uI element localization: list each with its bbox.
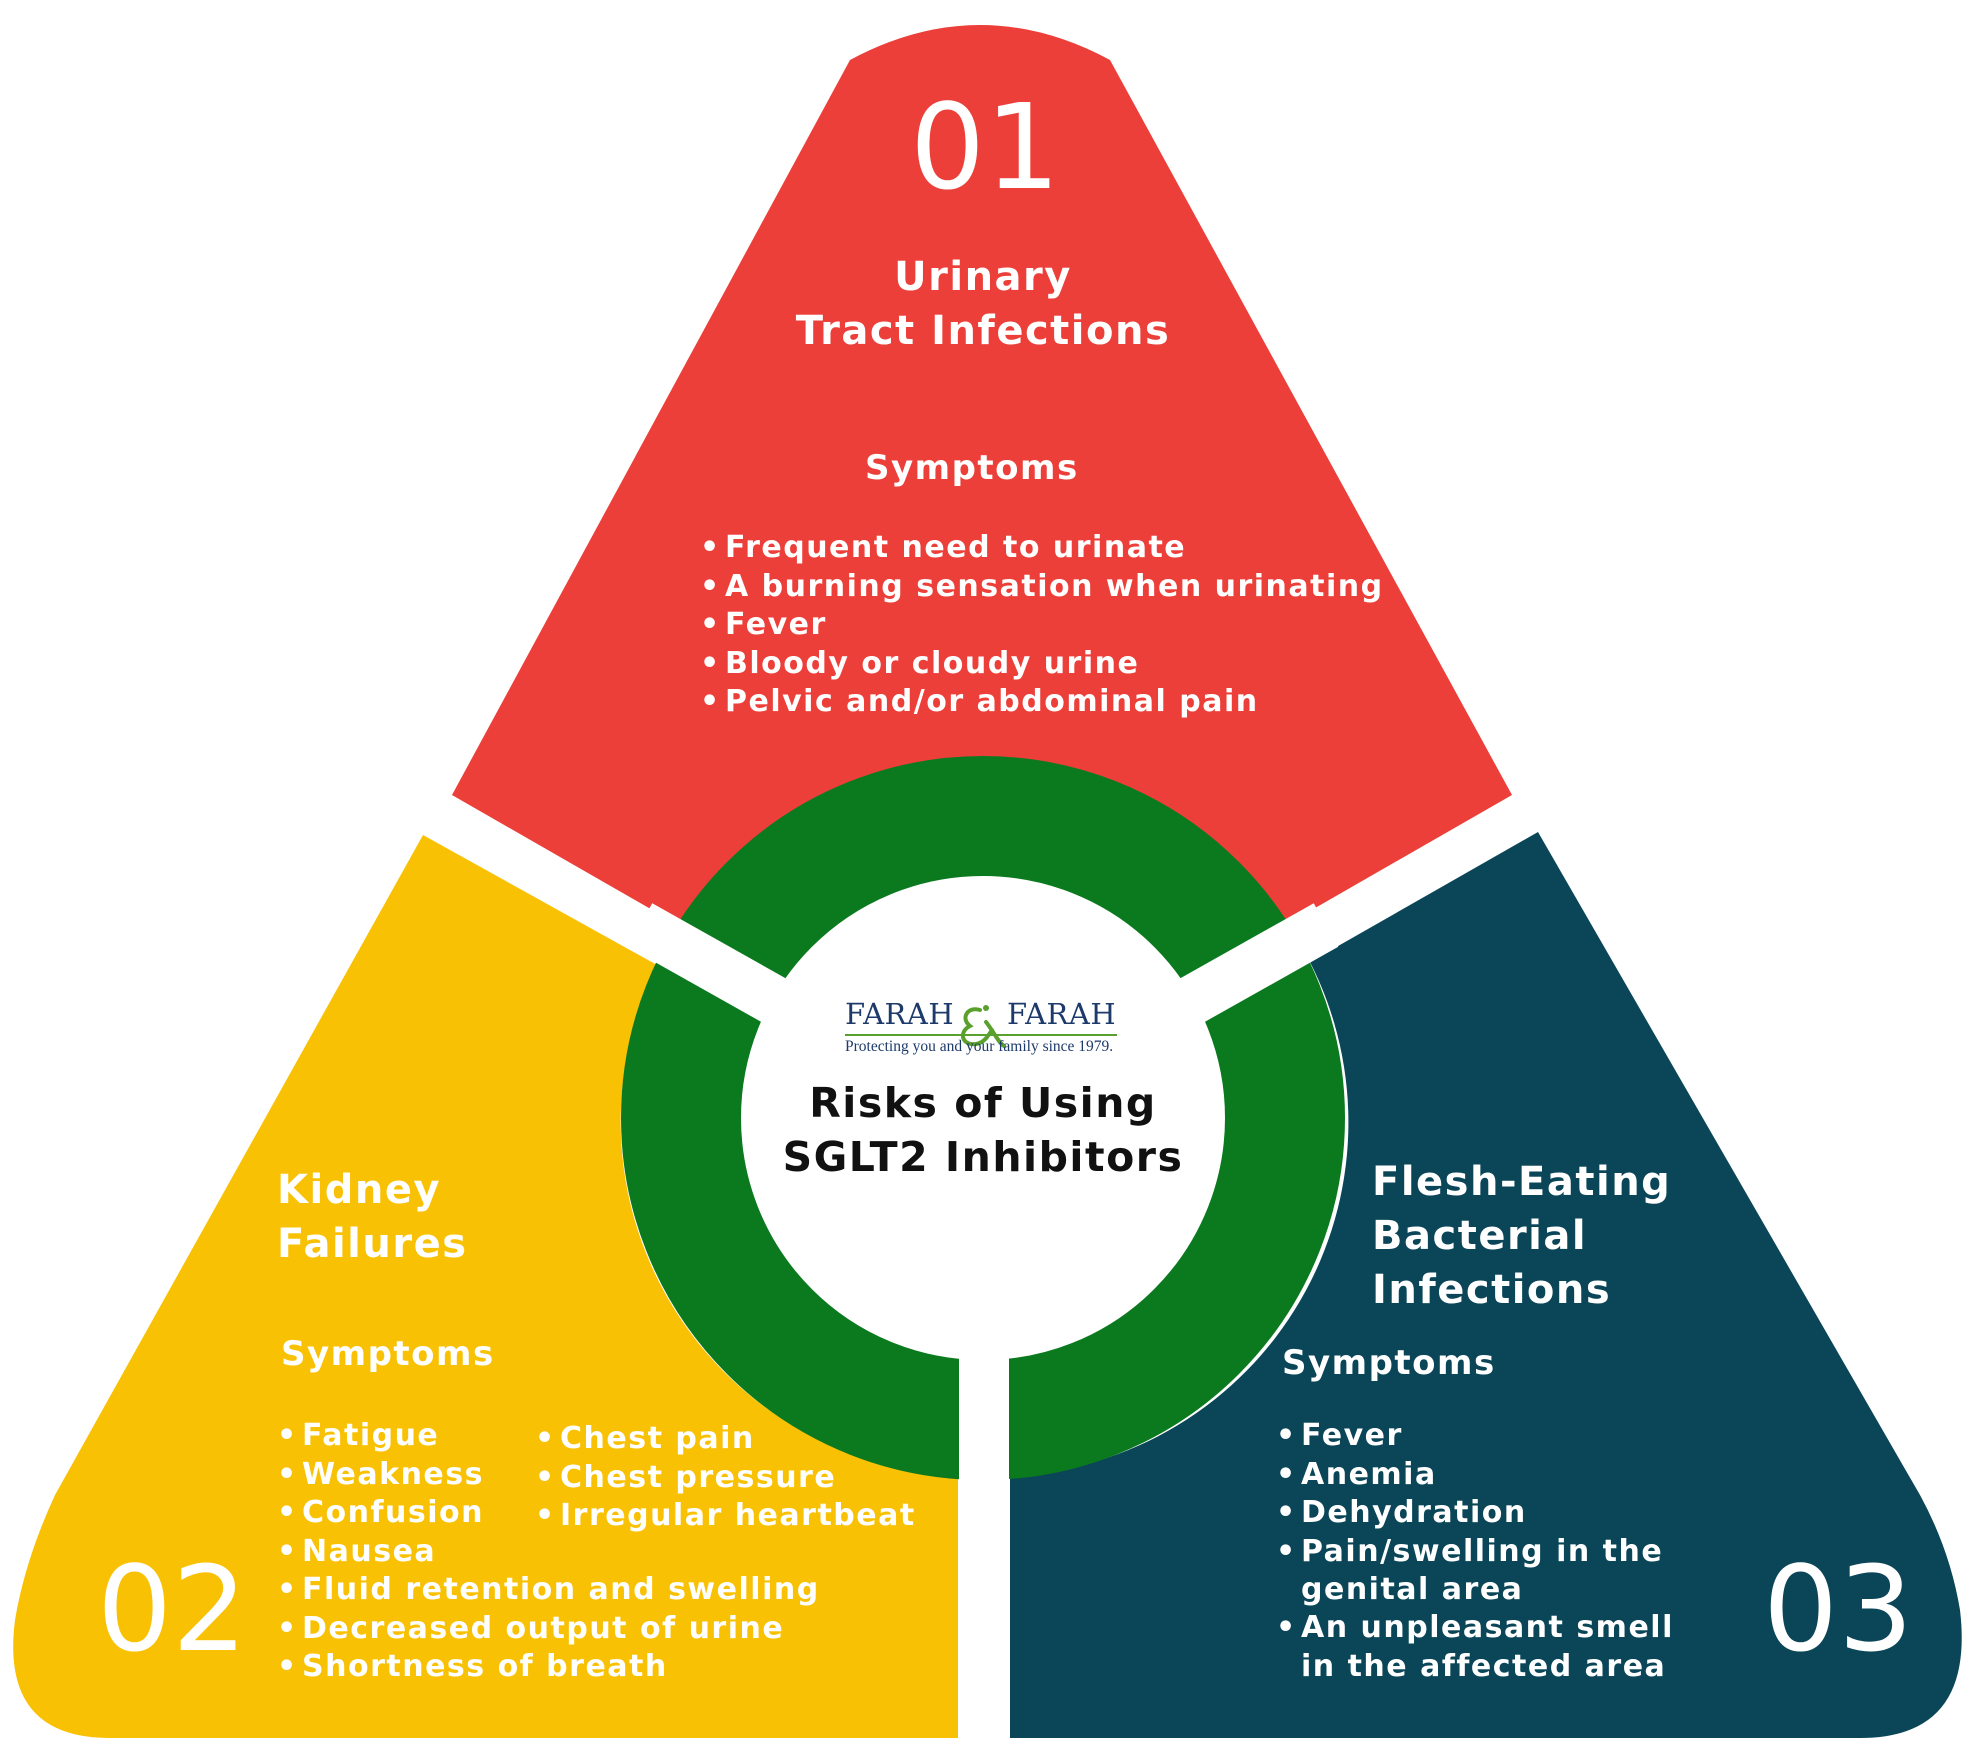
section-number-01: 01 bbox=[910, 78, 1061, 216]
logo: FARAH FARAH Protecting you and your fami… bbox=[845, 997, 1120, 1057]
list-item: A burning sensation when urinating bbox=[700, 568, 1384, 607]
center-title-line1: Risks of Using bbox=[809, 1079, 1157, 1127]
list-item: Dehydration bbox=[1276, 1494, 1663, 1533]
list-item: Nausea bbox=[277, 1533, 820, 1572]
logo-ampersand-icon bbox=[960, 1005, 1006, 1048]
list-item: Pelvic and/or abdominal pain bbox=[700, 683, 1384, 722]
urinary-symptoms-heading: Symptoms bbox=[865, 448, 1079, 488]
kidney-symptoms-list-col2: Chest painChest pressureIrregular heartb… bbox=[535, 1420, 916, 1536]
kidney-title-line1: Kidney bbox=[277, 1167, 442, 1213]
section-number-03: 03 bbox=[1763, 1540, 1914, 1678]
list-item: Pain/swelling in the bbox=[1276, 1533, 1663, 1572]
list-item: Chest pressure bbox=[535, 1459, 916, 1498]
section-number-02: 02 bbox=[97, 1540, 248, 1678]
kidney-title-line2: Failures bbox=[277, 1221, 468, 1267]
list-item: Fever bbox=[700, 606, 1384, 645]
urinary-title: Urinary Tract Infections bbox=[683, 250, 1283, 358]
flesh-symptoms-list-2: An unpleasant smell bbox=[1276, 1609, 1674, 1648]
list-item: Fatigue bbox=[277, 1417, 820, 1456]
kidney-symptoms-heading: Symptoms bbox=[281, 1334, 495, 1374]
list-item: An unpleasant smell bbox=[1276, 1609, 1674, 1648]
list-item: Fluid retention and swelling bbox=[277, 1571, 820, 1610]
center-title: Risks of Using SGLT2 Inhibitors bbox=[753, 1076, 1213, 1184]
flesh-symptom-continuation-1: genital area bbox=[1301, 1572, 1524, 1607]
flesh-symptoms-list: Fever Anemia Dehydration Pain/swelling i… bbox=[1276, 1417, 1663, 1571]
flesh-title-line3: Infections bbox=[1372, 1267, 1612, 1313]
center-title-line2: SGLT2 Inhibitors bbox=[782, 1133, 1184, 1181]
flesh-title-line2: Bacterial bbox=[1372, 1213, 1588, 1259]
list-item: Shortness of breath bbox=[277, 1648, 820, 1687]
kidney-title: Kidney Failures bbox=[277, 1163, 468, 1271]
flesh-title: Flesh-Eating Bacterial Infections bbox=[1372, 1155, 1671, 1317]
urinary-title-line2: Tract Infections bbox=[795, 308, 1171, 354]
list-item: Anemia bbox=[1276, 1456, 1663, 1495]
kidney-symptoms-list-col1: FatigueWeaknessConfusionNauseaFluid rete… bbox=[277, 1417, 820, 1687]
urinary-symptoms-list: Frequent need to urinateA burning sensat… bbox=[700, 529, 1384, 722]
list-item: Chest pain bbox=[535, 1420, 916, 1459]
list-item: Bloody or cloudy urine bbox=[700, 645, 1384, 684]
list-item: Weakness bbox=[277, 1456, 820, 1495]
flesh-title-line1: Flesh-Eating bbox=[1372, 1159, 1672, 1205]
logo-right-word: FARAH bbox=[1007, 997, 1117, 1031]
segment-flesh-eating-infections bbox=[1010, 832, 1962, 1738]
center-disc bbox=[761, 896, 1205, 1340]
list-item: Decreased output of urine bbox=[277, 1610, 820, 1649]
list-item: Confusion bbox=[277, 1494, 820, 1533]
logo-left-word: FARAH bbox=[845, 997, 955, 1031]
flesh-symptom-continuation-2: in the affected area bbox=[1301, 1649, 1667, 1684]
urinary-title-line1: Urinary bbox=[894, 254, 1072, 300]
flesh-symptoms-heading: Symptoms bbox=[1282, 1343, 1496, 1383]
list-item: Irregular heartbeat bbox=[535, 1497, 916, 1536]
list-item: Frequent need to urinate bbox=[700, 529, 1384, 568]
logo-tagline: Protecting you and your family since 197… bbox=[845, 1038, 1114, 1055]
list-item: Fever bbox=[1276, 1417, 1663, 1456]
